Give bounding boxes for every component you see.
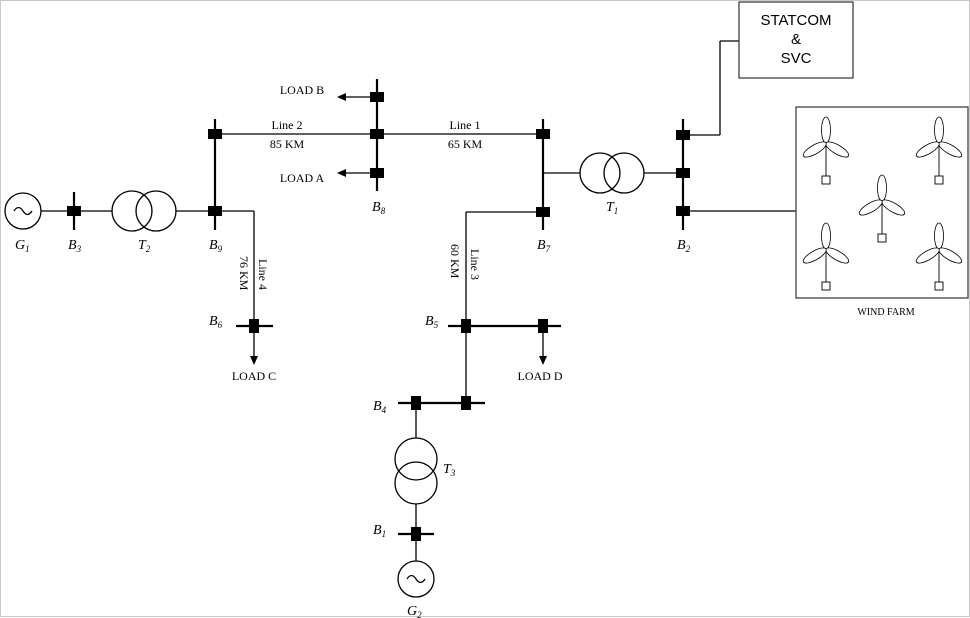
turbine-blade (802, 141, 827, 158)
bus-bars (72, 79, 685, 536)
breaker (461, 319, 471, 333)
wind-turbine (915, 222, 963, 291)
transformer-t1-label: T1 (606, 200, 618, 216)
line3-name: Line 3 (468, 249, 482, 280)
turbine-blade (821, 222, 831, 250)
turbine-base (821, 281, 831, 291)
load-b-arrow (337, 93, 346, 101)
wires (41, 40, 796, 561)
breaker (676, 206, 690, 216)
turbine-blade (802, 247, 827, 264)
breaker (536, 129, 550, 139)
statcom-label: STATCOM (760, 12, 831, 29)
load-a-arrow (337, 169, 346, 177)
breaker (370, 168, 384, 178)
wind-turbine (802, 222, 850, 291)
turbine-base (934, 281, 944, 291)
transformer-t3-label: T3 (443, 462, 456, 478)
line1-name: Line 1 (450, 118, 481, 132)
load-d-arrow (539, 356, 547, 365)
bus-b5-label: B5 (425, 314, 439, 330)
load-a-label: LOAD A (280, 171, 325, 185)
generator-g2-symbol (397, 560, 435, 598)
wind-farm-label: WIND FARM (857, 307, 914, 318)
transformer-t2-symbol (111, 190, 177, 232)
ampersand-label: & (791, 31, 801, 48)
turbine-blade (915, 141, 940, 158)
bus-b9-label: B9 (209, 238, 223, 254)
line4-name: Line 4 (256, 259, 270, 290)
turbine-base (821, 175, 831, 185)
turbine-blade (858, 199, 883, 216)
wind-turbines (802, 116, 963, 291)
breaker (411, 396, 421, 410)
breaker (536, 207, 550, 217)
breaker (676, 168, 690, 178)
breaker (370, 129, 384, 139)
svc-label: SVC (781, 50, 812, 67)
breakers (67, 92, 690, 541)
line3-length: 60 KM (448, 244, 462, 279)
breaker (461, 396, 471, 410)
load-arrows (250, 93, 547, 365)
transformer-t1-symbol (579, 152, 645, 194)
turbine-blade (934, 116, 944, 144)
generator-g2-label: G2 (407, 604, 422, 618)
breaker (676, 130, 690, 140)
generator-g1-symbol (4, 192, 42, 230)
bus-b6-label: B6 (209, 314, 223, 330)
transformer-t3-symbol (394, 437, 438, 505)
breaker (249, 319, 259, 333)
transformer-t2-label: T2 (138, 238, 151, 254)
bus-b2-label: B2 (677, 238, 691, 254)
turbine-blade (821, 116, 831, 144)
breaker (411, 527, 421, 541)
wind-turbine (915, 116, 963, 185)
load-d-label: LOAD D (518, 369, 563, 383)
load-b-label: LOAD B (280, 83, 324, 97)
line1-length: 65 KM (448, 137, 483, 151)
wind-turbine (802, 116, 850, 185)
line2-name: Line 2 (272, 118, 303, 132)
line4-length: 76 KM (237, 256, 251, 291)
bus-b1-label: B1 (373, 523, 386, 539)
bus-b8-label: B8 (372, 200, 386, 216)
turbine-base (877, 233, 887, 243)
breaker (208, 206, 222, 216)
load-c-label: LOAD C (232, 369, 276, 383)
breaker (67, 206, 81, 216)
generator-g1-label: G1 (15, 238, 30, 254)
breaker (370, 92, 384, 102)
bus-b7-label: B7 (537, 238, 551, 254)
breaker (208, 129, 222, 139)
statcom-svc-box (738, 1, 854, 79)
bus-b4-label: B4 (373, 399, 387, 415)
turbine-base (934, 175, 944, 185)
turbine-blade (934, 222, 944, 250)
breaker (538, 319, 548, 333)
load-c-arrow (250, 356, 258, 365)
turbine-blade (877, 174, 887, 202)
turbine-blade (915, 247, 940, 264)
wind-turbine (858, 174, 906, 243)
line2-length: 85 KM (270, 137, 305, 151)
bus-b3-label: B3 (68, 238, 82, 254)
